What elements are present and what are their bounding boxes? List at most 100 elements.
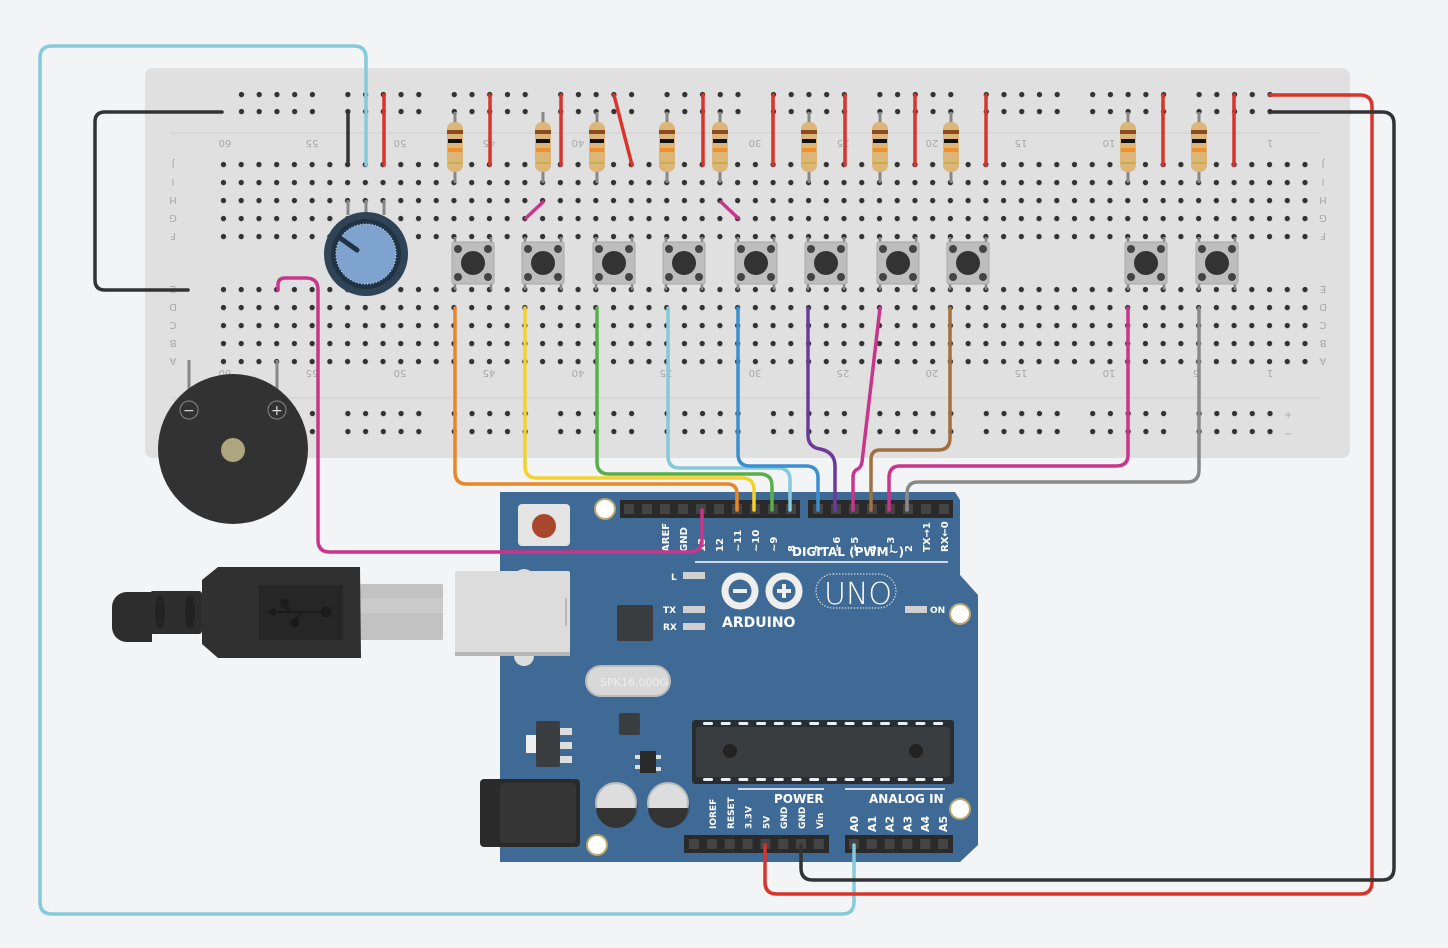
digital-pin-label: 12 [715, 538, 726, 552]
wire-gray-to-2[interactable] [905, 306, 1201, 512]
mounting-hole [949, 603, 971, 625]
wire-gnd[interactable] [799, 110, 1396, 882]
pushbutton[interactable] [1124, 237, 1168, 290]
wire-gnd-loop-left[interactable] [93, 110, 224, 292]
header-pin[interactable] [813, 839, 824, 849]
dc-power-jack[interactable] [480, 779, 580, 847]
pushbutton[interactable] [734, 237, 778, 290]
pushbutton-cap[interactable] [956, 251, 980, 275]
header-pin[interactable] [660, 504, 670, 514]
row-label: D [1319, 301, 1327, 312]
header-pin[interactable] [724, 839, 735, 849]
wire-magenta-to-3[interactable] [887, 306, 1130, 512]
row-label: A [1319, 355, 1326, 366]
wire-yellow-to-10[interactable] [523, 306, 756, 512]
column-number: 25 [837, 137, 850, 148]
wire-magenta-to-5[interactable] [851, 306, 882, 512]
wire-lightblue-to-8[interactable] [666, 306, 792, 512]
wire-green-to-9[interactable] [595, 306, 774, 512]
pushbutton-cap[interactable] [744, 251, 768, 275]
pushbutton[interactable] [804, 237, 848, 290]
column-number: 40 [572, 137, 585, 148]
reset-button[interactable] [518, 504, 570, 546]
digital-pin-label: 8 [787, 545, 798, 552]
row-label: C [1319, 319, 1326, 330]
breadboard-labels: 6060555550504545404035353030252520201515… [169, 137, 1327, 378]
resistor[interactable] [589, 112, 605, 183]
pushbutton-cap[interactable] [1205, 251, 1229, 275]
arduino-logo: ARDUINO UNO [721, 572, 897, 631]
header-pin[interactable] [938, 839, 948, 849]
power-pin-label: Vin [816, 813, 826, 829]
wire-pot-to-a0[interactable] [38, 44, 856, 916]
wire-brown-to-4[interactable] [869, 306, 952, 512]
pushbutton[interactable] [521, 237, 565, 290]
potentiometer[interactable] [324, 200, 408, 296]
resistor[interactable] [943, 112, 959, 183]
analog-header [845, 835, 953, 853]
pushbutton[interactable] [662, 237, 706, 290]
header-pin[interactable] [714, 504, 724, 514]
wires [38, 44, 1396, 916]
pushbutton[interactable] [1195, 237, 1239, 290]
header-pin[interactable] [778, 839, 789, 849]
pushbutton[interactable] [592, 237, 636, 290]
header-pin[interactable] [678, 504, 688, 514]
piezo-buzzer[interactable]: − + [158, 360, 308, 524]
usb-cable[interactable] [112, 567, 443, 658]
digital-header-label: DIGITAL (PWM~) [792, 545, 904, 559]
column-number: 10 [1103, 367, 1116, 378]
power-pin-label: GND [780, 807, 790, 829]
column-number: 45 [483, 367, 496, 378]
pushbutton[interactable] [946, 237, 990, 290]
resistor[interactable] [801, 112, 817, 183]
pushbutton[interactable] [451, 237, 495, 290]
wire-5v[interactable] [763, 93, 1374, 896]
header-pin[interactable] [939, 504, 949, 514]
row-label: B [1319, 337, 1326, 348]
column-number: 5 [1193, 367, 1199, 378]
wire-purple-to-6[interactable] [806, 306, 837, 512]
resistor[interactable] [535, 112, 551, 183]
resistor[interactable] [447, 112, 463, 183]
wire-buzzer-to-13[interactable] [276, 276, 704, 554]
header-pin[interactable] [742, 839, 753, 849]
pushbutton-cap[interactable] [461, 251, 485, 275]
pushbutton-cap[interactable] [531, 251, 555, 275]
header-pin[interactable] [902, 839, 913, 849]
header-pin[interactable] [884, 839, 895, 849]
pushbutton-cap[interactable] [1134, 251, 1158, 275]
pushbutton-cap[interactable] [672, 251, 696, 275]
pushbutton[interactable] [876, 237, 920, 290]
arduino-model-text: UNO [824, 577, 892, 612]
column-number: 30 [749, 367, 762, 378]
usb-b-port[interactable] [455, 569, 570, 666]
pushbutton-cap[interactable] [814, 251, 838, 275]
resistor[interactable] [872, 112, 888, 183]
row-label: I [1322, 176, 1325, 187]
resistor[interactable] [1191, 112, 1207, 183]
wire-blue-to-7[interactable] [736, 306, 820, 512]
power-header [684, 835, 829, 853]
resistor[interactable] [712, 112, 728, 183]
header-pin[interactable] [707, 839, 717, 849]
crystal: SPK16.000G [585, 665, 671, 697]
pushbutton-cap[interactable] [602, 251, 626, 275]
mounting-hole [594, 498, 616, 520]
pushbutton-cap[interactable] [886, 251, 910, 275]
header-pin[interactable] [920, 839, 931, 849]
row-label: G [169, 212, 177, 223]
analog-pin-label: A1 [866, 816, 879, 832]
wire-orange-to-11[interactable] [453, 306, 739, 512]
led-l-label: L [671, 573, 677, 583]
digital-pin-label: GND [679, 527, 690, 552]
row-label: A [169, 355, 176, 366]
pushbuttons [451, 237, 1239, 290]
header-pin[interactable] [866, 839, 877, 849]
resistor[interactable] [1120, 112, 1136, 183]
digital-pin-label: ~3 [886, 537, 897, 552]
column-number: 1 [1267, 367, 1273, 378]
header-pin[interactable] [921, 504, 931, 514]
resistor[interactable] [659, 112, 675, 183]
